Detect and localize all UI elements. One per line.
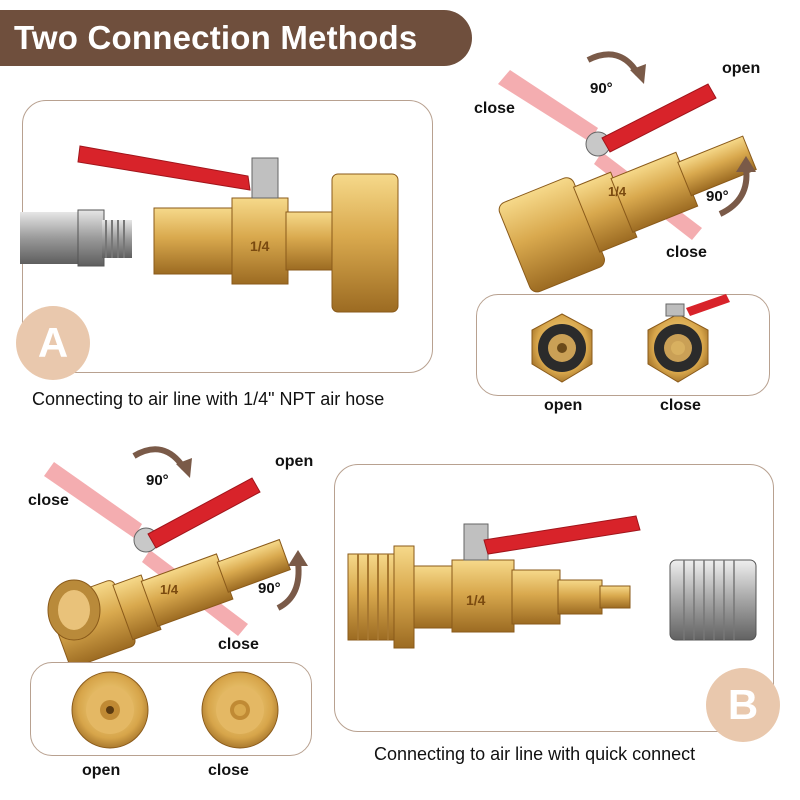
caption-method-b: Connecting to air line with quick connec… (374, 744, 696, 764)
rotation-diagram-top (498, 51, 757, 293)
panel-end-view-top (476, 294, 770, 396)
end-view-top-close-label: close (660, 397, 701, 414)
valve-marking-bottom: 1/4 (160, 582, 179, 597)
end-view-bottom-close-label: close (208, 762, 249, 779)
title-banner (0, 10, 472, 66)
valve-hose-illustration (20, 145, 399, 313)
valve-marking-a: 1/4 (250, 238, 270, 254)
valve-marking-top: 1/4 (608, 184, 627, 199)
quick-connect-illustration (347, 515, 757, 649)
end-view-top-open-label: open (544, 397, 583, 414)
valve-marking-b: 1/4 (466, 592, 486, 608)
page-title: Two Connection Methods (14, 19, 418, 56)
end-view-bottom-open-label: open (82, 762, 121, 779)
end-view-top-illustration (531, 294, 730, 383)
rotation-diagram-bottom (44, 446, 308, 668)
label-close-bottom-left: close (28, 492, 69, 509)
end-view-bottom-illustration (71, 671, 279, 749)
angle-label-bottom-b: 90° (258, 580, 281, 597)
angle-label-top-b: 90° (706, 188, 729, 205)
label-close-top-bottom: close (666, 244, 707, 261)
caption-method-a: Connecting to air line with 1/4" NPT air… (32, 389, 385, 409)
label-open-top: open (722, 60, 761, 77)
label-open-bottom: open (275, 453, 314, 470)
label-close-top-left: close (474, 100, 515, 117)
angle-label-top-a: 90° (590, 80, 613, 97)
badge-b: B (706, 668, 780, 742)
angle-label-bottom-a: 90° (146, 472, 169, 489)
label-close-bottom-bottom: close (218, 636, 259, 653)
badge-a: A (16, 306, 90, 380)
